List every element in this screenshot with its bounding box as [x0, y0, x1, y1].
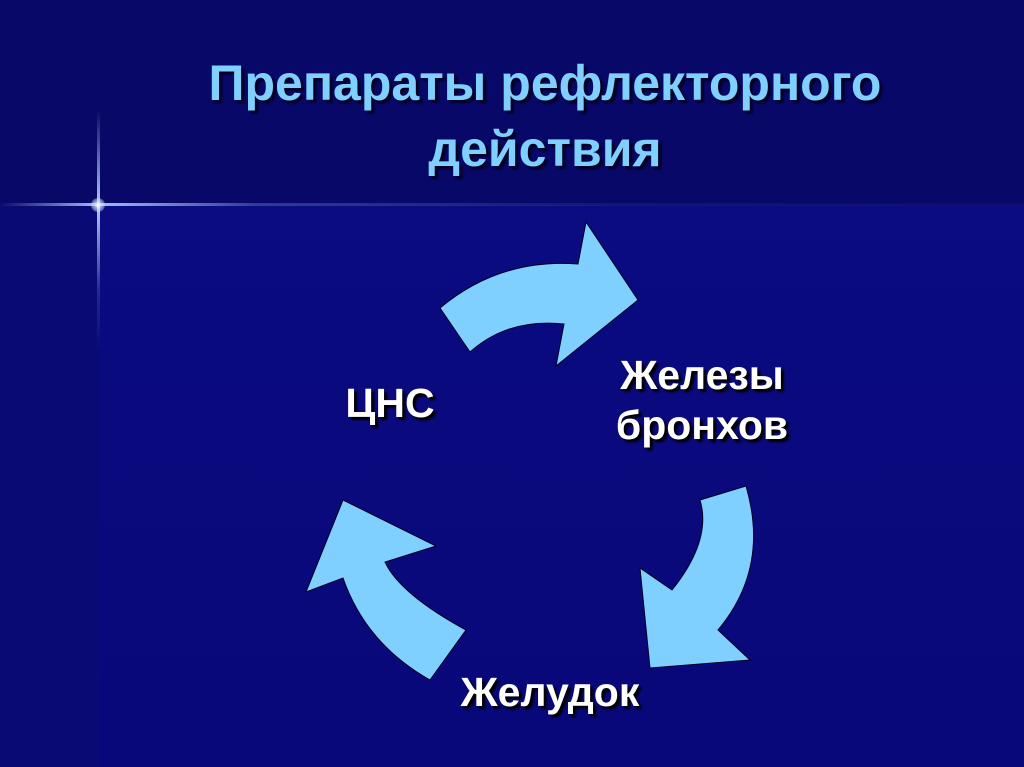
- slide-title: Препараты рефлекторного действия: [130, 50, 960, 182]
- node-bronchial-glands: Железы бронхов: [592, 350, 812, 450]
- title-line-2: действия: [428, 121, 662, 177]
- horizontal-light-streak: [0, 203, 1024, 206]
- node-stomach: Желудок: [430, 667, 670, 717]
- node-bronchial-glands-label-2: бронхов: [615, 402, 789, 448]
- node-bronchial-glands-label-1: Железы: [620, 352, 784, 398]
- cycle-arrow-cns-to-bronchi: [439, 220, 639, 368]
- cycle-arrow-bronchi-to-stomach: [639, 485, 755, 669]
- sparkle-icon: [91, 198, 105, 212]
- cycle-arrow-stomach-to-cns: [305, 499, 467, 681]
- title-band: [0, 0, 1024, 205]
- node-cns-label: ЦНС: [345, 380, 435, 426]
- node-stomach-label: Желудок: [460, 669, 640, 715]
- title-line-1: Препараты рефлекторного: [208, 55, 882, 111]
- vertical-light-streak: [97, 110, 100, 350]
- left-strip: [0, 205, 100, 767]
- node-cns: ЦНС: [330, 378, 450, 428]
